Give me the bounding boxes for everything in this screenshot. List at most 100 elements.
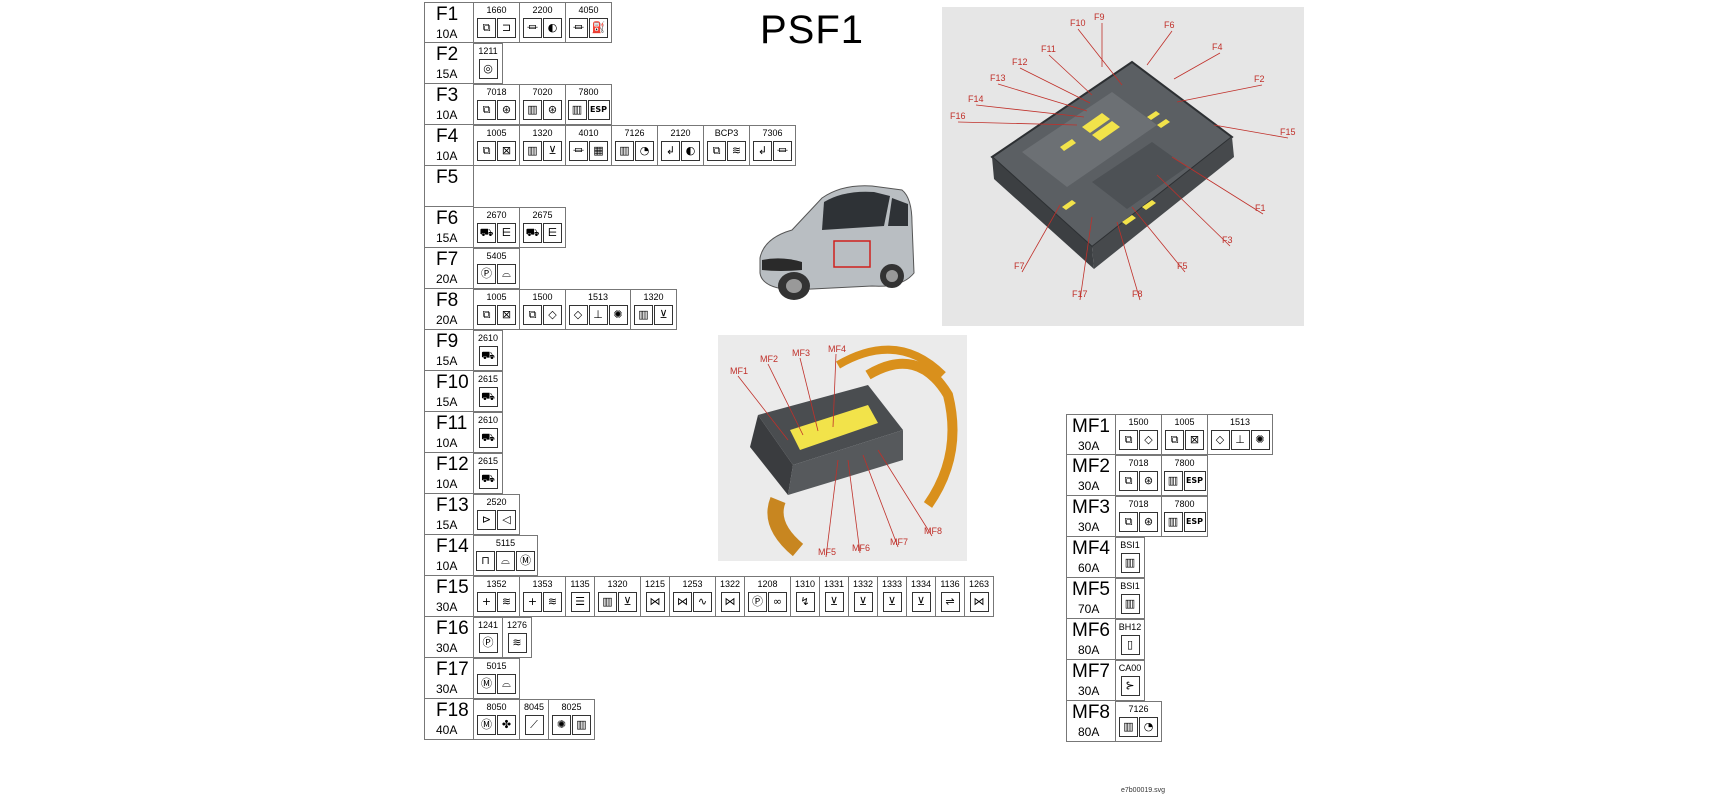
component-code: BSI1	[1120, 581, 1140, 591]
spark-icon: ↯	[795, 592, 815, 612]
component-icons: ⛟⋿	[474, 222, 519, 244]
component-code: 1211	[478, 46, 498, 56]
ecu-icon: ▥	[1163, 471, 1183, 491]
component-cell: 8025✺▥	[549, 699, 595, 740]
injector-icon: ⊻	[824, 592, 844, 612]
hornshape-icon: ⊳	[477, 510, 496, 530]
fusebox-label-f9: F9	[1094, 12, 1105, 22]
coil-icon: ∞	[768, 592, 787, 612]
component-cell: 7018⧉⊛	[1116, 496, 1162, 537]
component-icons: Ⓟ∞	[745, 591, 790, 613]
component-cell: 2120↲◐	[658, 125, 704, 166]
component-icons: ↲⏛	[750, 140, 795, 162]
component-cell: 1310↯	[791, 576, 820, 617]
ecu-icon: ▥	[615, 141, 634, 161]
injector-icon: ⊻	[654, 305, 673, 325]
relay-icon: ⧉	[1165, 430, 1184, 450]
fusebox-label-f7: F7	[1014, 261, 1025, 271]
component-icons: ▥⊻	[631, 304, 676, 326]
valve-icon: ⋈	[720, 592, 740, 612]
component-icons: ⋈	[716, 591, 744, 613]
component-cell: 4010⏛▦	[566, 125, 612, 166]
relay-icon: ⧉	[707, 141, 726, 161]
leader-line	[862, 454, 899, 548]
car-icon: ⛟	[478, 469, 498, 489]
component-code: 1253	[682, 579, 703, 589]
lamp-icon: ◐	[543, 18, 562, 38]
motor-icon: Ⓜ	[516, 551, 535, 571]
gauge-icon: ◔	[1139, 717, 1158, 737]
component-cell: 7018⧉⊛	[474, 84, 520, 125]
component-cell: 1353+≋	[520, 576, 566, 617]
component-cell: 1320 ▥⊻	[631, 289, 677, 330]
fusebox-label-f17: F17	[1072, 289, 1088, 299]
component-code: BSI1	[1120, 540, 1140, 550]
fuse-number: MF5	[1072, 579, 1110, 600]
leader-line	[1077, 28, 1123, 86]
wiper-icon: ⌓	[496, 551, 515, 571]
component-cell: 4050⏛⛽	[566, 2, 612, 43]
component-code: 7020	[532, 87, 553, 97]
component-cell: 7018⧉⊛	[1116, 455, 1162, 496]
leader-line	[1173, 52, 1221, 80]
component-code: 8050	[486, 702, 507, 712]
component-code: 1331	[823, 579, 845, 589]
abs-icon: ⊛	[543, 100, 562, 120]
component-icons: ⏛⛽	[566, 17, 611, 39]
diagonal-icon: ⟋	[524, 715, 544, 735]
component-cell: 1331 ⊻	[820, 576, 849, 617]
relay-icon: ⧉	[1119, 430, 1138, 450]
maxi-label-mf5: MF5	[818, 547, 836, 557]
fuse-amperage: 10A	[436, 27, 458, 41]
component-code: 1320	[607, 579, 628, 589]
component-icons: ⧉⊠	[474, 140, 519, 162]
component-cell: 1500⧉◇	[1116, 414, 1162, 455]
leader-line	[1021, 204, 1061, 273]
component-icons: ☰	[566, 591, 594, 613]
fuse-amperage: 80A	[1078, 725, 1100, 739]
component-cell: 1263⋈	[965, 576, 994, 617]
diode-icon: ◇	[1210, 430, 1230, 450]
component-code: 1241	[477, 620, 499, 630]
component-code: 1353	[532, 579, 553, 589]
component-icons: ⏛◐	[520, 17, 565, 39]
curve-icon: ↲	[753, 141, 772, 161]
fuse-amperage: 30A	[1078, 479, 1100, 493]
component-cell: 1005⧉⊠	[1162, 414, 1208, 455]
relay-icon: ⧉	[477, 305, 496, 325]
foglamp-icon: ⋿	[497, 223, 516, 243]
component-code: 2670	[486, 210, 507, 220]
cross-icon: ⊠	[497, 141, 516, 161]
component-icons: ≋	[503, 632, 531, 654]
horn-icon: ⊐	[497, 18, 516, 38]
car-icon: ⛟	[523, 223, 542, 243]
component-code: 1320	[643, 292, 664, 302]
component-icons: ▥⊻	[595, 591, 640, 613]
fuse-amperage: 10A	[436, 108, 458, 122]
fuse-amperage: 80A	[1078, 643, 1100, 657]
component-cell: 1005⧉⊠	[474, 125, 520, 166]
component-cell: 1500⧉◇	[520, 289, 566, 330]
injector-icon: ⊻	[911, 592, 931, 612]
component-code: 5115	[495, 538, 516, 548]
component-cell: 1320▥⊻	[520, 125, 566, 166]
component-icons: ⧉⊠	[474, 304, 519, 326]
heater-icon: ≋	[507, 633, 527, 653]
component-code: BCP3	[714, 128, 739, 138]
component-code: 1005	[486, 292, 507, 302]
component-icons: ▥	[1116, 552, 1144, 574]
